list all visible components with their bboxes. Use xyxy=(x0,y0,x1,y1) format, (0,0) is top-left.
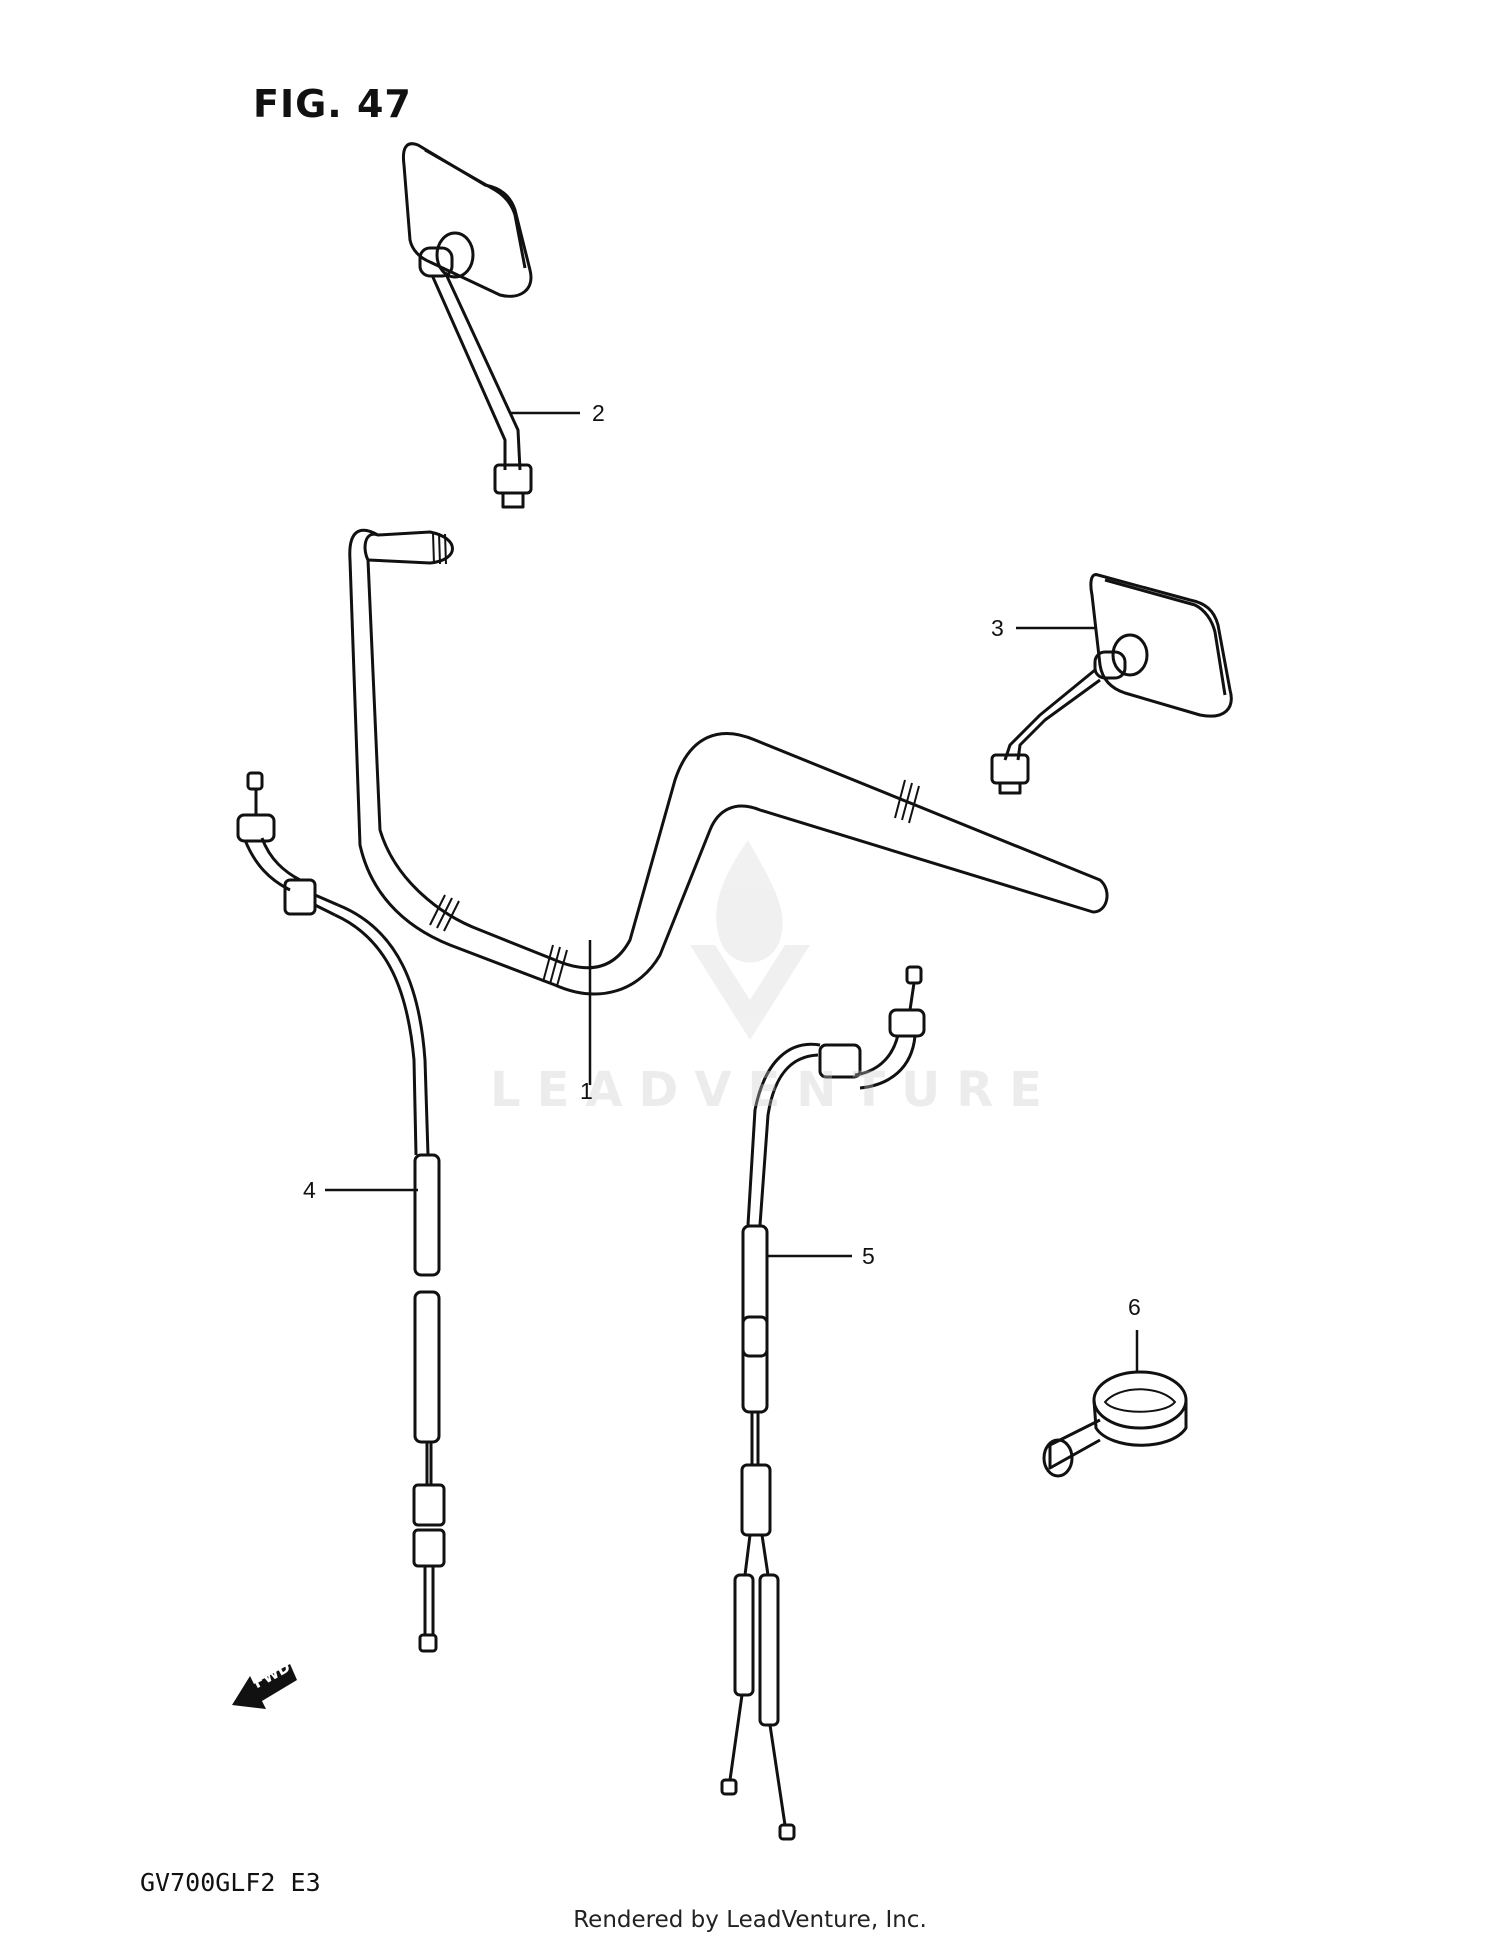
callout-5: 5 xyxy=(862,1243,875,1269)
handlebar xyxy=(348,528,1109,996)
callout-6: 6 xyxy=(1128,1294,1141,1320)
callout-3: 3 xyxy=(991,615,1004,641)
callout-leaders xyxy=(325,411,1139,1372)
mirror-right xyxy=(990,573,1233,795)
cable-right xyxy=(720,965,926,1841)
model-code: GV700GLF2 E3 xyxy=(140,1868,321,1897)
callout-2: 2 xyxy=(592,400,605,426)
mirror-left xyxy=(401,142,533,509)
figure-title: FIG. 47 xyxy=(253,82,412,126)
callout-4: 4 xyxy=(303,1177,316,1203)
fwd-arrow-icon xyxy=(232,1664,297,1709)
callout-1: 1 xyxy=(580,1078,593,1104)
throttle-stop-knob xyxy=(1042,1370,1188,1478)
watermark-text: LEADVENTURE xyxy=(490,1062,1058,1118)
watermark-logo-icon xyxy=(690,840,810,1040)
cable-left xyxy=(236,771,446,1653)
footer-credit: Rendered by LeadVenture, Inc. xyxy=(573,1907,927,1933)
